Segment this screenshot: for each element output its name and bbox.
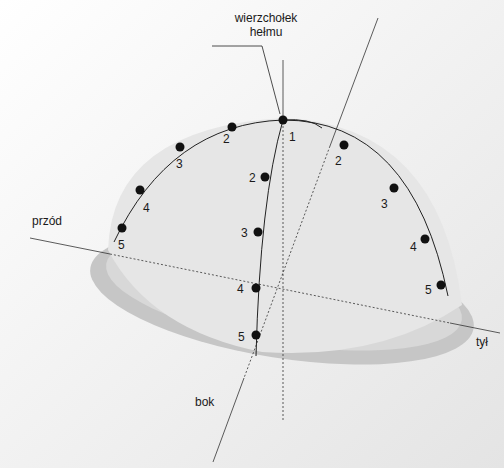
callout-number: 3 [241, 226, 248, 240]
side-arc [256, 120, 283, 356]
measurement-points [118, 116, 446, 340]
vertical-axis [283, 60, 284, 118]
back-arc [283, 120, 448, 296]
callout-number: 4 [143, 201, 150, 215]
callout-number: 5 [118, 238, 125, 252]
callout-number: 2 [223, 132, 230, 146]
callout-number: 3 [381, 197, 388, 211]
front-arc [114, 120, 283, 242]
side-axis [213, 378, 244, 462]
callout-number: 4 [237, 282, 244, 296]
front-back-axis [450, 323, 500, 333]
callout-number: 4 [410, 240, 417, 254]
front-back-axis [30, 238, 110, 254]
direction-label: przód [32, 214, 62, 228]
callout-number: 2 [335, 154, 342, 168]
side-arc-back [283, 120, 322, 128]
callout-number: 1 [289, 130, 296, 144]
callout-number: 2 [249, 171, 256, 185]
direction-label: tył [476, 335, 488, 349]
callout-number: 5 [425, 283, 432, 297]
leader-line [212, 46, 280, 114]
helmet-dome [108, 118, 462, 353]
side-axis-hidden [244, 146, 330, 378]
side-axis [330, 18, 378, 146]
vertical-axis-hidden [283, 118, 284, 420]
callout-number: 3 [176, 157, 183, 171]
callout-number: 5 [238, 330, 245, 344]
part-label: wierzchołek hełmu [224, 11, 308, 39]
front-back-axis-hidden [110, 254, 450, 323]
direction-label: bok [195, 395, 214, 409]
